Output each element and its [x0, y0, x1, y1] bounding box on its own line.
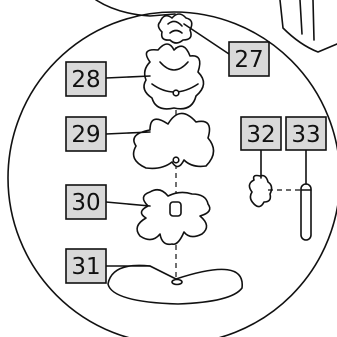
leader-27: [183, 23, 230, 55]
part-27-bud: [157, 13, 193, 44]
callout-32: 32: [240, 116, 282, 151]
callout-29: 29: [65, 116, 107, 152]
svg-text:32: 32: [246, 122, 275, 148]
svg-text:28: 28: [71, 67, 100, 93]
callout-33: 33: [285, 116, 327, 151]
svg-text:29: 29: [71, 122, 100, 148]
leader-30: [105, 201, 151, 207]
callout-30: 30: [65, 184, 107, 220]
callout-27: 27: [228, 41, 270, 77]
detail-circle: [7, 11, 337, 337]
part-32-clip: [248, 174, 273, 208]
callout-31: 31: [65, 248, 107, 284]
part-31-lily-pad: [107, 264, 243, 305]
background-fixture-edge: [299, 0, 315, 41]
part-33-rod: [300, 183, 312, 241]
svg-text:33: 33: [291, 122, 320, 148]
part-30-flower: [136, 188, 211, 246]
part-28-blossom: [143, 43, 205, 110]
leader-29: [105, 131, 151, 135]
leader-28: [105, 75, 151, 79]
svg-text:30: 30: [71, 190, 100, 216]
background-fixture: [279, 0, 337, 53]
part-29-flower: [132, 112, 215, 170]
background-line: [95, 0, 176, 17]
callout-28: 28: [65, 61, 107, 97]
svg-text:31: 31: [71, 254, 100, 280]
svg-text:27: 27: [234, 47, 263, 73]
